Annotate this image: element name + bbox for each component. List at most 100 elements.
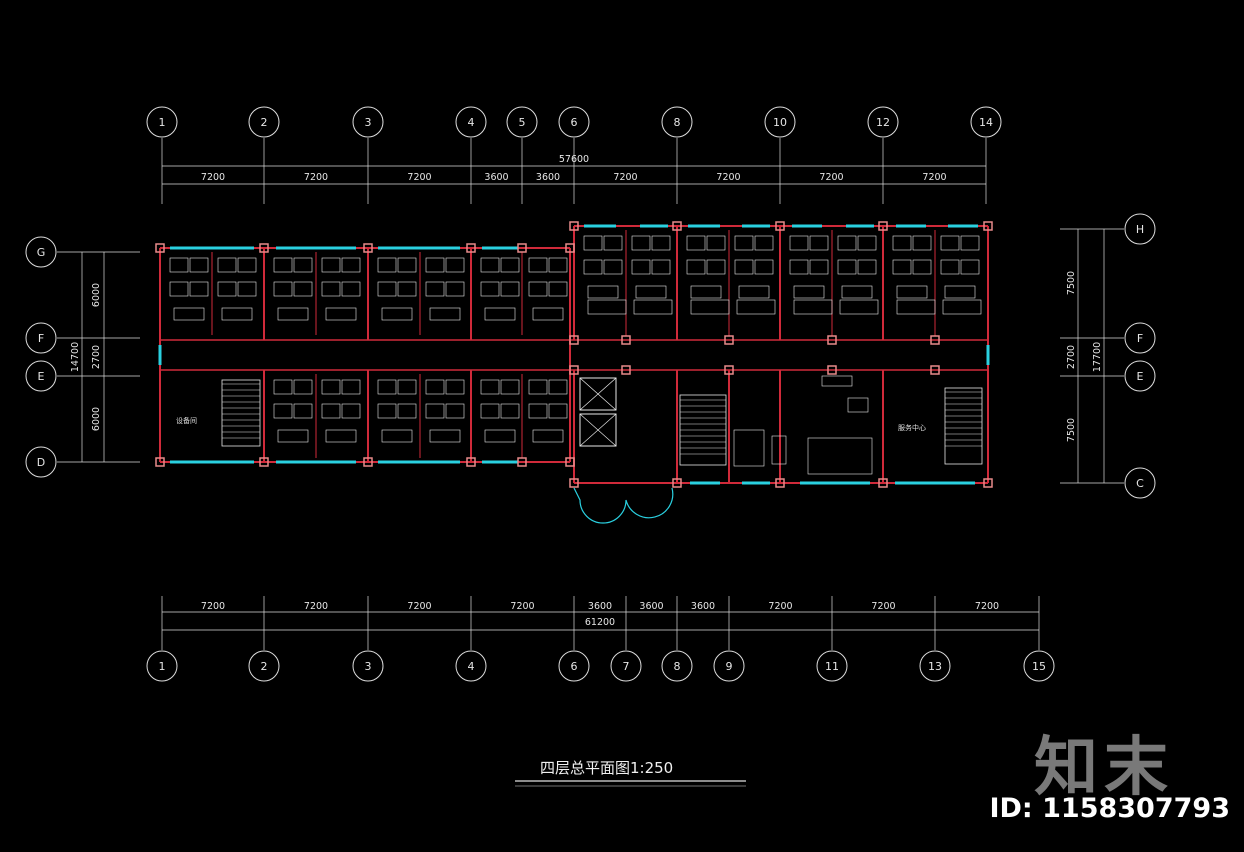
furniture xyxy=(754,259,774,275)
top-dim-text: 7200 xyxy=(407,172,431,183)
column xyxy=(775,221,785,231)
furniture xyxy=(857,259,877,275)
furniture xyxy=(445,403,465,419)
furniture xyxy=(651,235,671,251)
furniture xyxy=(397,379,417,395)
furniture xyxy=(940,235,960,251)
column xyxy=(466,457,476,467)
furniture xyxy=(583,259,603,275)
column xyxy=(363,243,373,253)
furniture xyxy=(528,379,548,395)
furniture xyxy=(425,403,445,419)
left-total-text: 14700 xyxy=(70,342,81,372)
furniture xyxy=(583,235,603,251)
column xyxy=(363,457,373,467)
furniture xyxy=(789,259,809,275)
column xyxy=(827,335,837,345)
right-axis-bubble xyxy=(1124,360,1156,392)
elevator xyxy=(579,413,617,447)
axis-grid xyxy=(57,138,1124,650)
furniture xyxy=(189,281,209,297)
furniture xyxy=(706,259,726,275)
bottom-axis-label: 15 xyxy=(1032,660,1046,673)
furniture xyxy=(839,299,879,315)
furniture xyxy=(381,307,413,321)
furniture xyxy=(445,257,465,273)
furniture xyxy=(587,285,619,299)
bottom-axis-label: 3 xyxy=(365,660,372,673)
top-dim-text: 3600 xyxy=(536,172,560,183)
plan-title: 四层总平面图1:250 xyxy=(515,759,746,787)
right-axis-bubble xyxy=(1124,213,1156,245)
column xyxy=(569,478,579,488)
furniture xyxy=(690,299,730,315)
column xyxy=(672,478,682,488)
bottom-dim-text: 3600 xyxy=(691,601,715,612)
furniture xyxy=(293,281,313,297)
bottom-dim-text: 7200 xyxy=(768,601,792,612)
furniture xyxy=(532,429,564,443)
furniture xyxy=(603,235,623,251)
furniture xyxy=(896,299,936,315)
top-axis-label: 8 xyxy=(674,116,681,129)
top-axis-bubble xyxy=(764,106,796,138)
furniture xyxy=(500,257,520,273)
furniture xyxy=(221,307,253,321)
top-axis-label: 4 xyxy=(468,116,475,129)
furniture xyxy=(548,403,568,419)
bottom-axis-label: 13 xyxy=(928,660,942,673)
bottom-axis-label: 6 xyxy=(571,660,578,673)
left-axis-label: E xyxy=(38,370,45,383)
room-label-service: 服务中心 xyxy=(898,423,926,432)
bottom-axis-label: 7 xyxy=(623,660,630,673)
furniture xyxy=(237,281,257,297)
bottom-axis-label: 8 xyxy=(674,660,681,673)
furniture xyxy=(425,257,445,273)
furniture xyxy=(321,257,341,273)
furniture xyxy=(500,379,520,395)
furniture xyxy=(500,281,520,297)
furniture xyxy=(173,307,205,321)
furniture xyxy=(738,285,770,299)
furniture xyxy=(754,235,774,251)
top-dim-text: 7200 xyxy=(716,172,740,183)
column xyxy=(517,457,527,467)
top-dim-text: 3600 xyxy=(484,172,508,183)
column xyxy=(775,478,785,488)
elevator-cross xyxy=(579,413,617,447)
furniture xyxy=(277,429,309,443)
bottom-dim-text: 7200 xyxy=(304,601,328,612)
furniture xyxy=(480,379,500,395)
column xyxy=(155,457,165,467)
bottom-axis-label: 4 xyxy=(468,660,475,673)
furniture xyxy=(686,259,706,275)
bottom-axis-bubble xyxy=(455,650,487,682)
furniture xyxy=(857,235,877,251)
top-dim-text: 7200 xyxy=(922,172,946,183)
furniture xyxy=(635,285,667,299)
top-axis-label: 2 xyxy=(261,116,268,129)
column xyxy=(983,221,993,231)
furniture xyxy=(480,257,500,273)
right-axis-label: H xyxy=(1136,223,1144,236)
stair-right xyxy=(944,387,983,465)
furniture xyxy=(809,259,829,275)
furniture xyxy=(789,235,809,251)
left-dim-text: 6000 xyxy=(91,283,102,307)
furniture xyxy=(397,257,417,273)
column xyxy=(569,221,579,231)
column xyxy=(569,335,579,345)
furniture xyxy=(837,259,857,275)
top-axis-bubble xyxy=(248,106,280,138)
watermark-id: ID: 1158307793 xyxy=(989,793,1230,824)
elevator xyxy=(579,377,617,411)
furniture xyxy=(325,429,357,443)
top-axis-bubble xyxy=(352,106,384,138)
furniture xyxy=(381,429,413,443)
bottom-axis-label: 11 xyxy=(825,660,839,673)
furniture xyxy=(397,281,417,297)
furniture xyxy=(500,403,520,419)
furniture xyxy=(397,403,417,419)
top-axis-bubble xyxy=(661,106,693,138)
